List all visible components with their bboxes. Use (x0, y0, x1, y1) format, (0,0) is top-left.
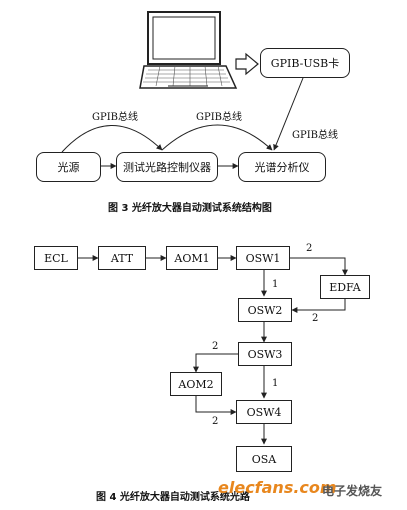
osw1-to-edfa-arrow (290, 257, 348, 276)
light-source-label: 光源 (57, 161, 80, 174)
gpib-bus-arc-right (161, 124, 273, 151)
aom2-to-osw4-arrow (195, 396, 237, 415)
att-label: ATT (110, 251, 134, 265)
ecl-label: ECL (44, 251, 68, 265)
light-source-box: 光源 (36, 152, 101, 182)
osw3-box: OSW3 (238, 342, 292, 366)
osw3-to-aom2-arrow (193, 353, 238, 373)
gpib-bus-arc-left (61, 125, 163, 153)
osa-box: OSA (236, 446, 292, 472)
osw2-box: OSW2 (238, 298, 292, 322)
gpib-bus-label-left: GPIB总线 (92, 112, 139, 123)
aom2-label: AOM2 (178, 377, 214, 391)
port-label-osw1-edfa: 2 (306, 243, 313, 254)
edfa-to-osw2-arrow (291, 299, 346, 313)
controller-label: 测试光路控制仪器 (123, 161, 211, 174)
aom2-box: AOM2 (170, 372, 222, 396)
port-label-osw3-aom2: 2 (212, 341, 219, 352)
att-box: ATT (98, 246, 146, 270)
laptop-icon (139, 11, 238, 89)
figure-3-caption: 图 3 光纤放大器自动测试系统结构图 (108, 203, 272, 214)
osw4-box: OSW4 (236, 400, 292, 424)
watermark-cn: 电子发烧友 (322, 484, 383, 498)
osw1-label: OSW1 (245, 251, 281, 265)
osw1-box: OSW1 (236, 246, 290, 270)
osw3-label: OSW3 (247, 347, 283, 361)
port-label-osw3-osw4: 1 (272, 378, 279, 389)
osw4-label: OSW4 (246, 405, 282, 419)
laptop-usb-link-arrow (235, 52, 259, 76)
port-label-aom2-osw4: 2 (212, 416, 219, 427)
edfa-label: EDFA (329, 280, 361, 294)
gpib-bus-label-right: GPIB总线 (292, 130, 339, 141)
gpib-usb-card-label: GPIB-USB卡 (270, 57, 340, 70)
port-label-osw1-osw2: 1 (272, 279, 279, 290)
controller-box: 测试光路控制仪器 (116, 152, 218, 182)
aom1-label: AOM1 (174, 251, 210, 265)
figure-4-caption: 图 4 光纤放大器自动测试系统光路 (96, 492, 250, 503)
spectrum-analyzer-label: 光谱分析仪 (254, 161, 310, 174)
gpib-bus-label-middle: GPIB总线 (196, 112, 243, 123)
osw2-label: OSW2 (247, 303, 283, 317)
usb-to-analyzer-line (273, 77, 304, 151)
ecl-box: ECL (34, 246, 78, 270)
edfa-box: EDFA (320, 275, 370, 299)
gpib-usb-card-box: GPIB-USB卡 (260, 48, 350, 78)
spectrum-analyzer-box: 光谱分析仪 (238, 152, 326, 182)
aom1-box: AOM1 (166, 246, 218, 270)
watermark-site: elecfans.com (218, 478, 337, 497)
osa-label: OSA (251, 452, 277, 466)
port-label-edfa-osw2: 2 (312, 313, 319, 324)
